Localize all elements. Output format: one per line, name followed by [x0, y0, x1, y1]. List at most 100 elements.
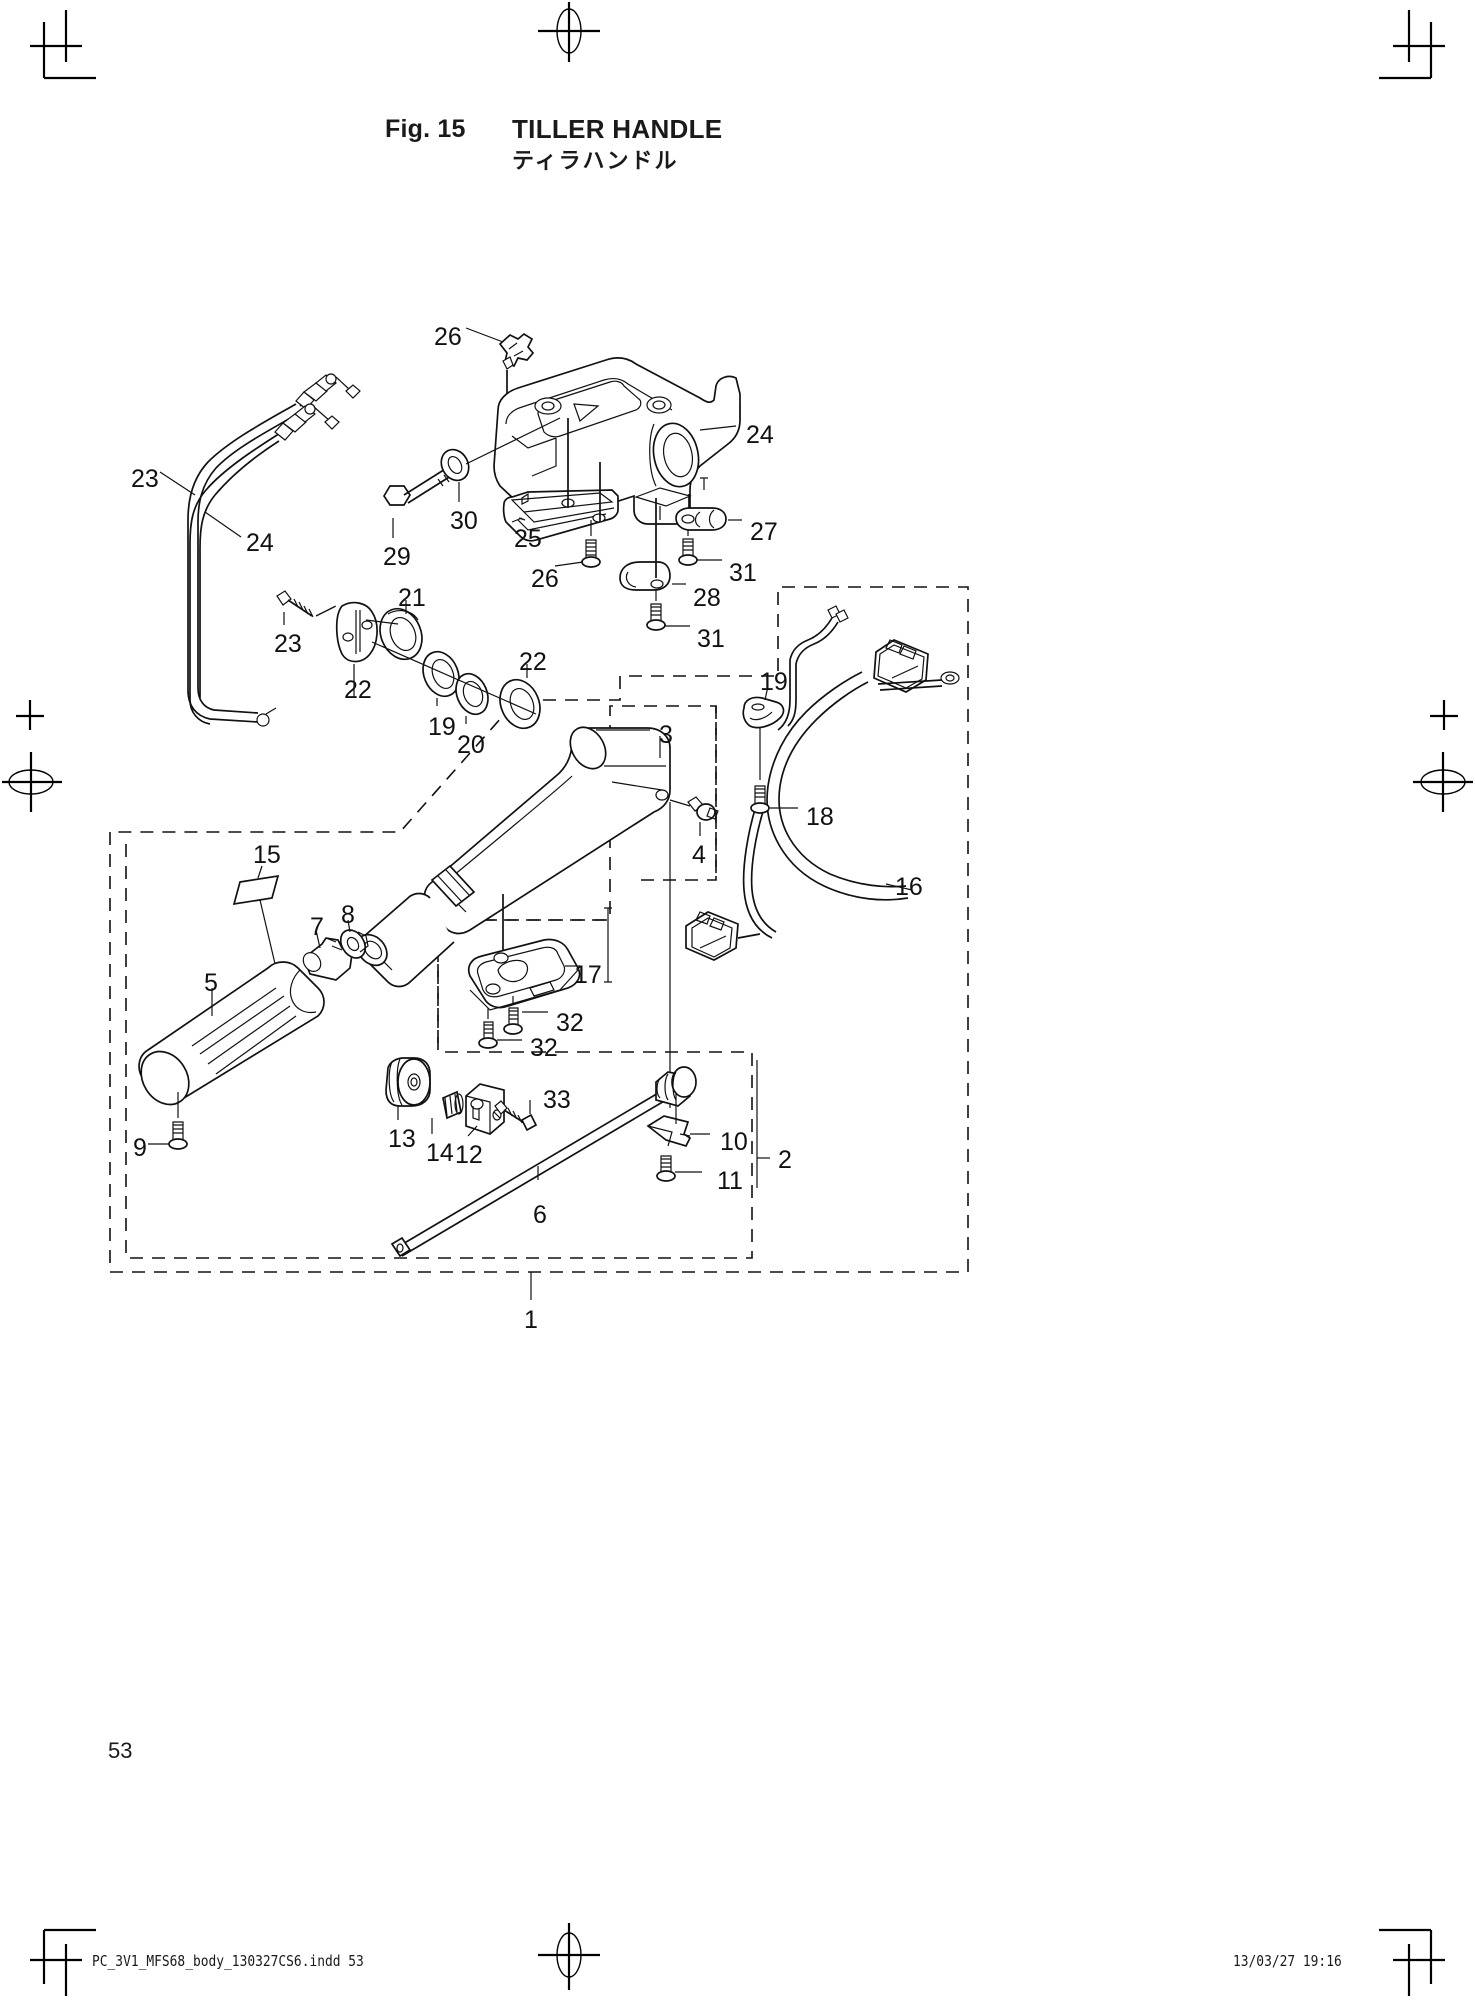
callout-18: 17	[574, 961, 602, 989]
callout-7: 7	[310, 913, 324, 941]
callout-33: 29	[383, 543, 411, 571]
assembly-group-bracket-2	[756, 1060, 770, 1188]
callout-25: 23	[274, 630, 302, 658]
callout-26-b: 24	[246, 529, 274, 557]
callout-24: 22	[344, 676, 372, 704]
part-13-stop-switch-knob	[385, 1057, 431, 1107]
callout-31-b: 28	[693, 584, 721, 612]
part-23-ring-b	[455, 672, 489, 716]
leader-12	[467, 1125, 478, 1137]
part-25-screw	[276, 590, 314, 618]
part-31-clamp-upper	[675, 507, 727, 531]
part-3-tiller-arm	[356, 726, 671, 988]
callout-3: 3	[659, 721, 673, 749]
callout-27: 24	[746, 421, 774, 449]
part-22-seal-lower	[499, 678, 541, 730]
part-12-switch-body	[465, 1083, 505, 1135]
callout-21: 18	[806, 803, 834, 831]
callout-1: 1	[524, 1306, 538, 1334]
part-20-wire-clamp	[742, 696, 785, 729]
callout-23-b: 20	[457, 731, 485, 759]
leader-26b	[204, 511, 242, 538]
callout-12: 12	[455, 1141, 483, 1169]
page-title-japanese: ティラハンドル	[512, 149, 679, 174]
callout-14: 14	[426, 1139, 454, 1167]
callout-17: 16	[895, 873, 923, 901]
callout-30: 26	[434, 323, 462, 351]
leader-29	[554, 561, 584, 567]
part-27-handle-bracket	[493, 357, 741, 525]
callout-32-b: 31	[697, 625, 725, 653]
callout-22-b: 22	[519, 648, 547, 676]
part-5-grip	[138, 961, 325, 1106]
part-19-screw-b	[478, 1021, 498, 1049]
part-23-ring-a	[422, 650, 460, 698]
assembly-group-outline-2	[125, 705, 753, 1259]
leader-30	[465, 327, 504, 343]
callout-23-a: 19	[428, 713, 456, 741]
page-title-english: TILLER HANDLE	[512, 114, 723, 144]
part-21-screw	[750, 785, 770, 814]
callout-22-a: 21	[398, 584, 426, 612]
callout-11: 11	[717, 1167, 743, 1195]
part-18-switch-holder	[467, 938, 581, 1011]
part-31-clamp-lower	[619, 561, 671, 591]
callout-29: 26	[531, 565, 559, 593]
footer-filename: PC_3V1_MFS68_body_130327CS6.indd 53	[92, 1952, 364, 1970]
callout-5: 5	[204, 969, 218, 997]
callout-15: 33	[543, 1086, 571, 1114]
assembly-line-24-22b	[371, 641, 537, 715]
footer-timestamp: 13/03/27 19:16	[1233, 1952, 1342, 1970]
part-7-grip-insert	[302, 937, 353, 981]
assembly-line-34	[465, 417, 561, 465]
callout-28: 25	[514, 525, 542, 553]
figure-number: Fig. 15	[385, 115, 466, 143]
registration-mark-bottom	[538, 1923, 600, 1990]
assembly-dash-25	[315, 605, 353, 617]
callout-16: 15	[253, 841, 281, 869]
part-26-throttle-cable-upper	[187, 373, 361, 727]
part-15-screw	[494, 1100, 538, 1132]
callout-6: 6	[533, 1201, 547, 1229]
part-8-washer	[339, 929, 369, 959]
page-number: 53	[108, 1738, 133, 1763]
callout-10: 10	[720, 1128, 748, 1156]
part-32-screw-lower	[646, 603, 666, 631]
callout-8: 8	[341, 901, 355, 929]
registration-mark-left	[2, 700, 62, 812]
part-33-bolt	[382, 457, 469, 506]
part-30-cable-clip	[498, 332, 535, 370]
leader-28-tick	[518, 517, 526, 521]
assembly-line-4	[669, 799, 691, 807]
part-24-throttle-plate	[335, 601, 378, 663]
callout-26-a: 23	[131, 465, 159, 493]
assembly-line-16	[259, 899, 277, 969]
callout-13: 13	[388, 1125, 416, 1153]
assembly-group-bracket-18	[604, 907, 612, 983]
registration-mark-top	[538, 2, 600, 62]
part-9-screw	[168, 1121, 188, 1150]
callout-19-a: 32	[556, 1009, 584, 1037]
callout-32-a: 31	[729, 559, 757, 587]
assembly-line-24-22	[365, 619, 399, 625]
part-26-throttle-cable-lower	[189, 403, 340, 725]
assembly-group-outline-1	[109, 586, 969, 1273]
callout-31-a: 27	[750, 518, 778, 546]
callout-20: 19	[760, 668, 788, 696]
leader-28	[511, 517, 523, 523]
leader-27	[699, 425, 737, 431]
leader-26a	[159, 471, 196, 496]
callout-19-b: 32	[530, 1034, 558, 1062]
part-32-screw-upper	[678, 538, 698, 566]
part-34-washer	[440, 448, 470, 482]
callout-2: 2	[778, 1146, 792, 1174]
part-10-clip	[646, 1115, 692, 1148]
part-16-emblem	[232, 874, 280, 906]
part-29-screw	[581, 539, 601, 568]
part-4-screw	[687, 796, 719, 821]
callout-9: 9	[133, 1134, 147, 1162]
callout-4: 4	[692, 841, 706, 869]
callout-34: 30	[450, 507, 478, 535]
part-14-spring	[442, 1090, 464, 1120]
